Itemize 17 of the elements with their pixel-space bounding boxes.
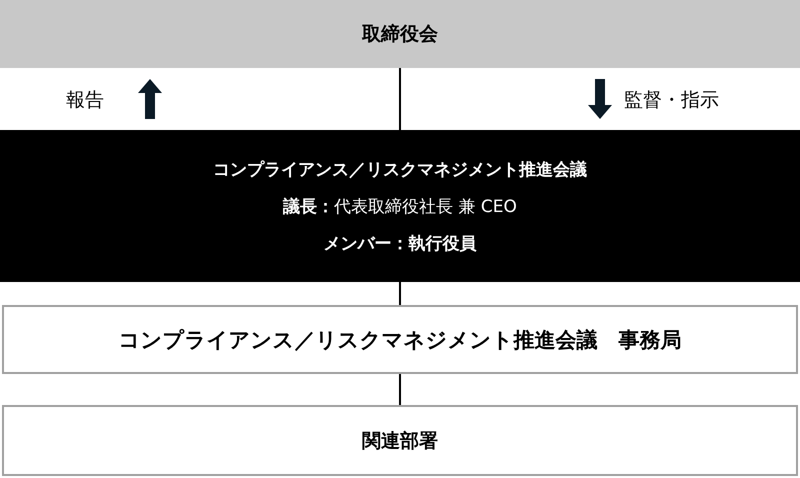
connector-line (399, 374, 401, 405)
box-title: 取締役会 (362, 22, 438, 47)
block-arrow (588, 79, 612, 119)
block-arrow (138, 79, 162, 119)
title-band (0, 0, 800, 68)
box-title: 関連部署 (362, 428, 438, 454)
committee-box (0, 130, 800, 282)
edge-label: 報告 (66, 88, 104, 113)
connector-line (399, 282, 401, 305)
secretariat-box (2, 305, 798, 374)
detail-text: メンバー：執行役員 (324, 232, 476, 254)
connector-line (399, 68, 401, 130)
box-title: コンプライアンス／リスクマネジメント推進会議 事務局 (118, 326, 682, 354)
box-title: コンプライアンス／リスクマネジメント推進会議 (213, 158, 587, 180)
edge-label: 監督・指示 (624, 88, 719, 113)
department-box (2, 405, 798, 476)
detail-text: 議長：代表取締役社長 兼 CEO (283, 196, 517, 218)
